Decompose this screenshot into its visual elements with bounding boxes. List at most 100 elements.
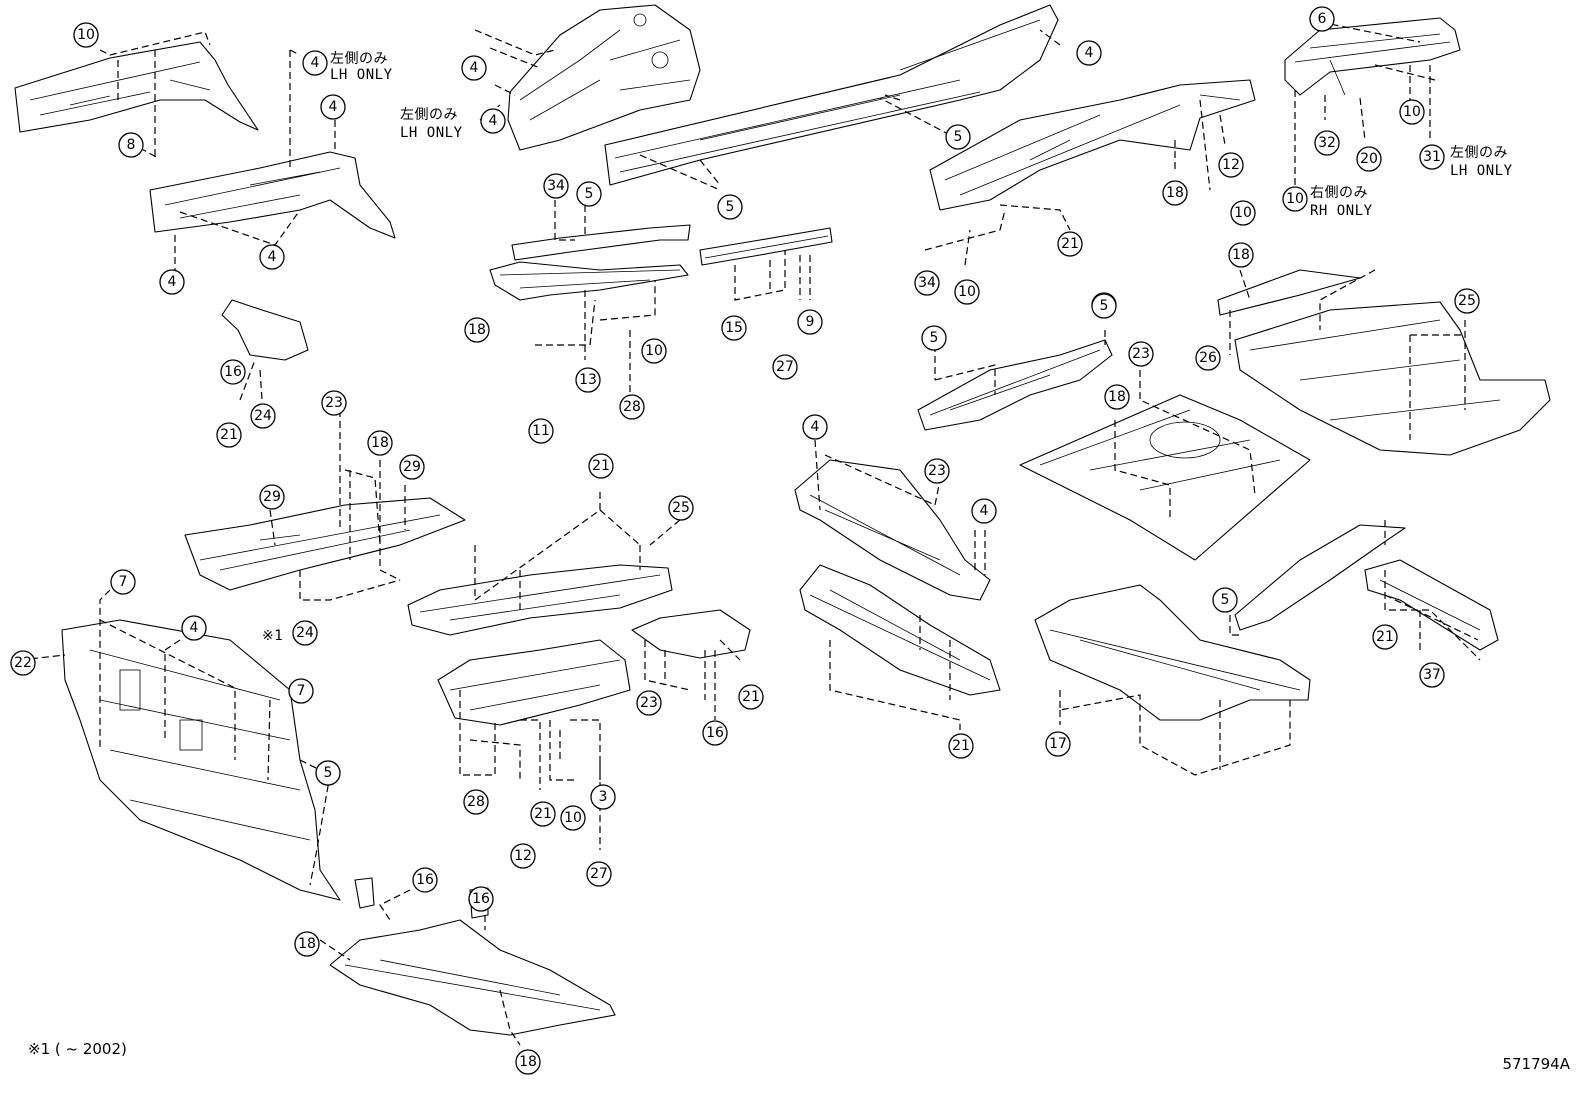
callout-circle <box>717 194 743 220</box>
callout-number: 23 <box>1132 346 1150 362</box>
callout-number: 23 <box>640 695 658 711</box>
callout-circle <box>1218 152 1244 178</box>
callout-number: 22 <box>14 655 32 671</box>
rocker-crossmember-small <box>699 227 833 266</box>
callout-number: 10 <box>1286 191 1304 207</box>
callout-number: 17 <box>1049 736 1067 752</box>
callout-number: 12 <box>1222 157 1240 173</box>
callout-circle <box>588 453 614 479</box>
callout-number: 26 <box>1199 350 1217 366</box>
callout-circle <box>1230 200 1256 226</box>
note-lh-only-en-2: LH ONLY <box>400 125 463 141</box>
callout-circle <box>461 55 487 81</box>
callout-26: 26 <box>1195 345 1221 371</box>
callout-10: 10 <box>954 279 980 305</box>
callout-20: 20 <box>1356 146 1382 172</box>
callout-11: 11 <box>528 418 554 444</box>
callout-number: 18 <box>298 936 316 952</box>
callout-number: 21 <box>1061 236 1079 252</box>
callout-number: 16 <box>472 891 490 907</box>
callout-number: 10 <box>564 810 582 826</box>
callout-5: 5 <box>576 181 602 207</box>
callout-circle <box>586 861 612 887</box>
callout-circle <box>1195 345 1221 371</box>
callout-circle <box>515 1049 541 1075</box>
callout-circle <box>543 173 569 199</box>
callout-circle <box>641 338 667 364</box>
callout-10: 10 <box>1399 99 1425 125</box>
callout-4: 4 <box>802 414 828 440</box>
callout-16: 16 <box>412 867 438 893</box>
callout-28: 28 <box>619 394 645 420</box>
callout-4: 4 <box>320 94 346 120</box>
front-floor-crossmember <box>149 151 396 239</box>
callout-circle <box>1091 293 1117 319</box>
callout-25: 25 <box>668 495 694 521</box>
callout-18: 18 <box>367 430 393 456</box>
callout-circle <box>921 325 947 351</box>
callout-circle <box>619 394 645 420</box>
callout-circle <box>738 684 764 710</box>
callout-number: 5 <box>726 199 735 215</box>
callout-24: 24 <box>292 620 318 646</box>
callout-number: 5 <box>324 765 333 781</box>
callout-circle <box>480 108 506 134</box>
rear-floor-brace <box>1217 269 1361 316</box>
radiator-support-upper <box>1284 17 1461 96</box>
callout-10: 10 <box>73 22 99 48</box>
callout-5: 5 <box>1091 293 1117 319</box>
callout-circle <box>1128 341 1154 367</box>
rear-floor-extension <box>1234 301 1551 456</box>
callout-number: 10 <box>77 27 95 43</box>
callout-number: 28 <box>467 794 485 810</box>
callout-circle <box>468 886 494 912</box>
callout-number: 5 <box>1100 298 1109 314</box>
callout-21: 21 <box>216 422 242 448</box>
callout-number: 10 <box>1403 104 1421 120</box>
callout-number: 16 <box>706 725 724 741</box>
note-lh-only-jp-3: 左側のみ <box>1450 145 1508 161</box>
callout-circle <box>721 315 747 341</box>
callout-number: 20 <box>1360 151 1378 167</box>
callout-circle <box>560 805 586 831</box>
note-lh-only-en-3: LH ONLY <box>1450 163 1513 179</box>
callout-number: 21 <box>592 458 610 474</box>
callout-number: 27 <box>776 359 794 375</box>
callout-number: 18 <box>1108 389 1126 405</box>
callout-circle <box>294 931 320 957</box>
callout-circle <box>1104 384 1130 410</box>
callout-circle <box>73 22 99 48</box>
callout-number: 4 <box>470 60 479 76</box>
front-apron-upper <box>507 4 701 151</box>
callout-21: 21 <box>1372 624 1398 650</box>
callout-number: 4 <box>168 274 177 290</box>
callout-circle <box>668 495 694 521</box>
diagram-id: 571794A <box>1502 1055 1570 1073</box>
callout-18: 18 <box>294 931 320 957</box>
callout-circle <box>463 789 489 815</box>
callout-12: 12 <box>510 843 536 869</box>
callout-4: 4 <box>1076 40 1102 66</box>
callout-number: 8 <box>127 137 136 153</box>
callout-18: 18 <box>464 317 490 343</box>
callout-6: 6 <box>1309 6 1335 32</box>
callout-circle <box>216 422 242 448</box>
callout-number: 18 <box>371 435 389 451</box>
callout-number: 3 <box>599 789 608 805</box>
callout-number: 18 <box>1232 247 1250 263</box>
callout-5: 5 <box>315 760 341 786</box>
callout-number: 10 <box>1234 205 1252 221</box>
callout-3: 3 <box>590 784 616 810</box>
callout-circle <box>302 50 328 76</box>
callout-12: 12 <box>1218 152 1244 178</box>
callout-number: 4 <box>329 99 338 115</box>
callout-number: 4 <box>1085 45 1094 61</box>
note-rh-only-en: RH ONLY <box>1310 203 1373 219</box>
callout-circle <box>575 367 601 393</box>
callout-circle <box>1419 144 1445 170</box>
callout-number: 7 <box>119 574 128 590</box>
callout-circle <box>971 498 997 524</box>
callout-circle <box>576 181 602 207</box>
callout-21: 21 <box>1057 231 1083 257</box>
